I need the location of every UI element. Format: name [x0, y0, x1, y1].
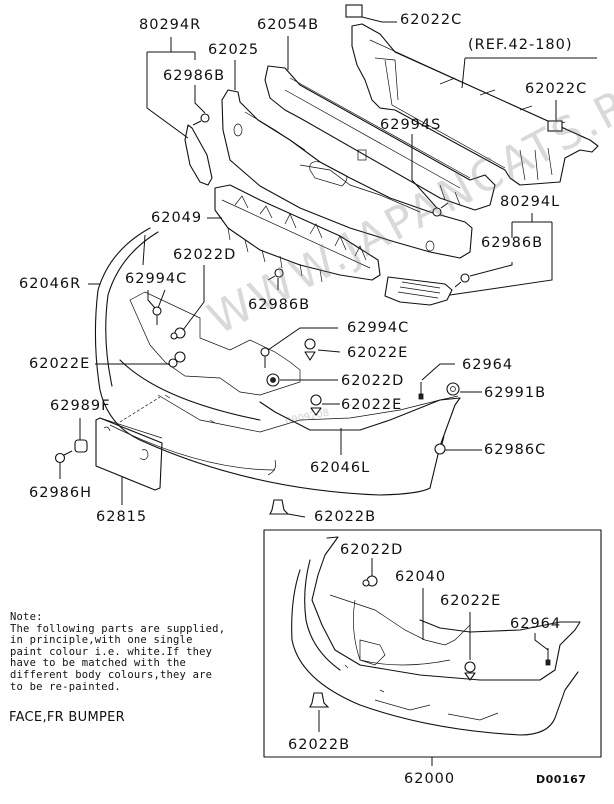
- grille-support-drawing: [214, 184, 381, 283]
- part-label-62022C-top[interactable]: 62022C: [400, 12, 463, 28]
- part-label-62022E-mid2[interactable]: 62022E: [341, 397, 403, 413]
- part-label-62022D-inset[interactable]: 62022D: [340, 542, 404, 558]
- inset-fasteners: [309, 575, 551, 708]
- part-label-62964-inset[interactable]: 62964: [510, 616, 562, 632]
- note-line: The following parts are supplied,: [10, 622, 226, 635]
- note-heading: Note:: [10, 611, 43, 623]
- nut-icon: [446, 382, 460, 396]
- part-label-62994C-left[interactable]: 62994C: [125, 271, 188, 287]
- part-label-62000[interactable]: 62000: [404, 771, 456, 787]
- bolt-icon: [152, 306, 162, 325]
- part-label-62994C-mid[interactable]: 62994C: [347, 320, 410, 336]
- part-label-80294L[interactable]: 80294L: [500, 194, 561, 210]
- bolt-icon: [260, 347, 270, 368]
- part-label-62022D-mid[interactable]: 62022D: [341, 373, 405, 389]
- bracket-drawing: [129, 291, 461, 433]
- part-label-62025[interactable]: 62025: [208, 42, 260, 58]
- part-label-62022B-inset[interactable]: 62022B: [288, 737, 351, 753]
- note-line: to be re-painted.: [10, 680, 121, 693]
- bumper-face-drawing: [94, 227, 461, 496]
- nut-icon: [362, 575, 378, 587]
- clip-icon: [309, 692, 330, 708]
- note-line: in principle,with one single: [10, 634, 193, 647]
- part-label-62022E-inset[interactable]: 62022E: [440, 593, 502, 609]
- note-line: different body colours,they are: [10, 668, 213, 681]
- part-label-62040[interactable]: 62040: [395, 569, 447, 585]
- part-label-62022B-upper[interactable]: 62022B: [314, 509, 377, 525]
- fog-cover-left-drawing: [384, 276, 453, 306]
- grommet-icon: [74, 439, 88, 453]
- fog-cover-right-drawing: [184, 124, 213, 186]
- part-label-62989F[interactable]: 62989F: [50, 398, 111, 414]
- clip-icon: [547, 120, 563, 132]
- clip-icon: [304, 338, 316, 361]
- part-label-62046L[interactable]: 62046L: [310, 460, 371, 476]
- bolt-icon: [54, 450, 73, 464]
- radiator-support-drawing: [345, 4, 599, 186]
- bumper-assembly-drawing: [291, 536, 581, 736]
- part-label-62986H[interactable]: 62986H: [29, 485, 93, 501]
- bolt-icon: [267, 268, 284, 281]
- fasteners: [54, 113, 470, 515]
- clip-icon: [269, 499, 290, 515]
- bolt-icon: [454, 273, 470, 288]
- reference-label[interactable]: (REF.42-180): [468, 37, 573, 53]
- leader-lines: [59, 16, 597, 518]
- bolt-icon: [192, 113, 210, 126]
- clip-icon: [168, 351, 186, 368]
- part-label-62986B-mid[interactable]: 62986B: [248, 297, 311, 313]
- license-plate-bracket-drawing: [95, 396, 163, 491]
- part-label-62022E-mid1[interactable]: 62022E: [347, 345, 409, 361]
- diagram-title: FACE,FR BUMPER: [9, 710, 125, 725]
- reinforcement-drawing: [264, 65, 496, 211]
- part-label-62022D-upper[interactable]: 62022D: [173, 247, 237, 263]
- part-label-62986C[interactable]: 62986C: [484, 442, 547, 458]
- screw-icon: [418, 382, 424, 400]
- part-label-62022C-right[interactable]: 62022C: [525, 81, 588, 97]
- part-label-62994S[interactable]: 62994S: [380, 117, 442, 133]
- part-label-62054B[interactable]: 62054B: [257, 17, 320, 33]
- part-label-62991B[interactable]: 62991B: [484, 385, 547, 401]
- bolt-icon: [434, 435, 446, 455]
- note-line: have to be matched with the: [10, 657, 187, 670]
- part-label-62986B-left[interactable]: 62986B: [163, 68, 226, 84]
- part-label-62049[interactable]: 62049: [151, 210, 203, 226]
- note-line: paint colour i.e. white.If they: [10, 645, 213, 658]
- part-label-62046R[interactable]: 62046R: [19, 276, 82, 292]
- part-label-80294R[interactable]: 80294R: [139, 17, 202, 33]
- inset-leader-lines: [318, 558, 549, 732]
- part-label-62964-upper[interactable]: 62964: [462, 357, 514, 373]
- nut-icon: [266, 373, 280, 387]
- bolt-icon: [432, 202, 449, 217]
- note-block: Note: The following parts are supplied, …: [10, 611, 226, 693]
- clip-icon: [310, 394, 322, 416]
- part-label-62815[interactable]: 62815: [96, 509, 148, 525]
- screw-icon: [545, 648, 551, 666]
- part-label-62986B-right[interactable]: 62986B: [481, 235, 544, 251]
- part-label-62022E-left[interactable]: 62022E: [29, 356, 91, 372]
- energy-absorber-drawing: [221, 89, 473, 259]
- nut-icon: [170, 327, 186, 340]
- clip-icon: [345, 4, 363, 18]
- diagram-code: D00167: [536, 773, 587, 786]
- clip-icon: [464, 661, 476, 681]
